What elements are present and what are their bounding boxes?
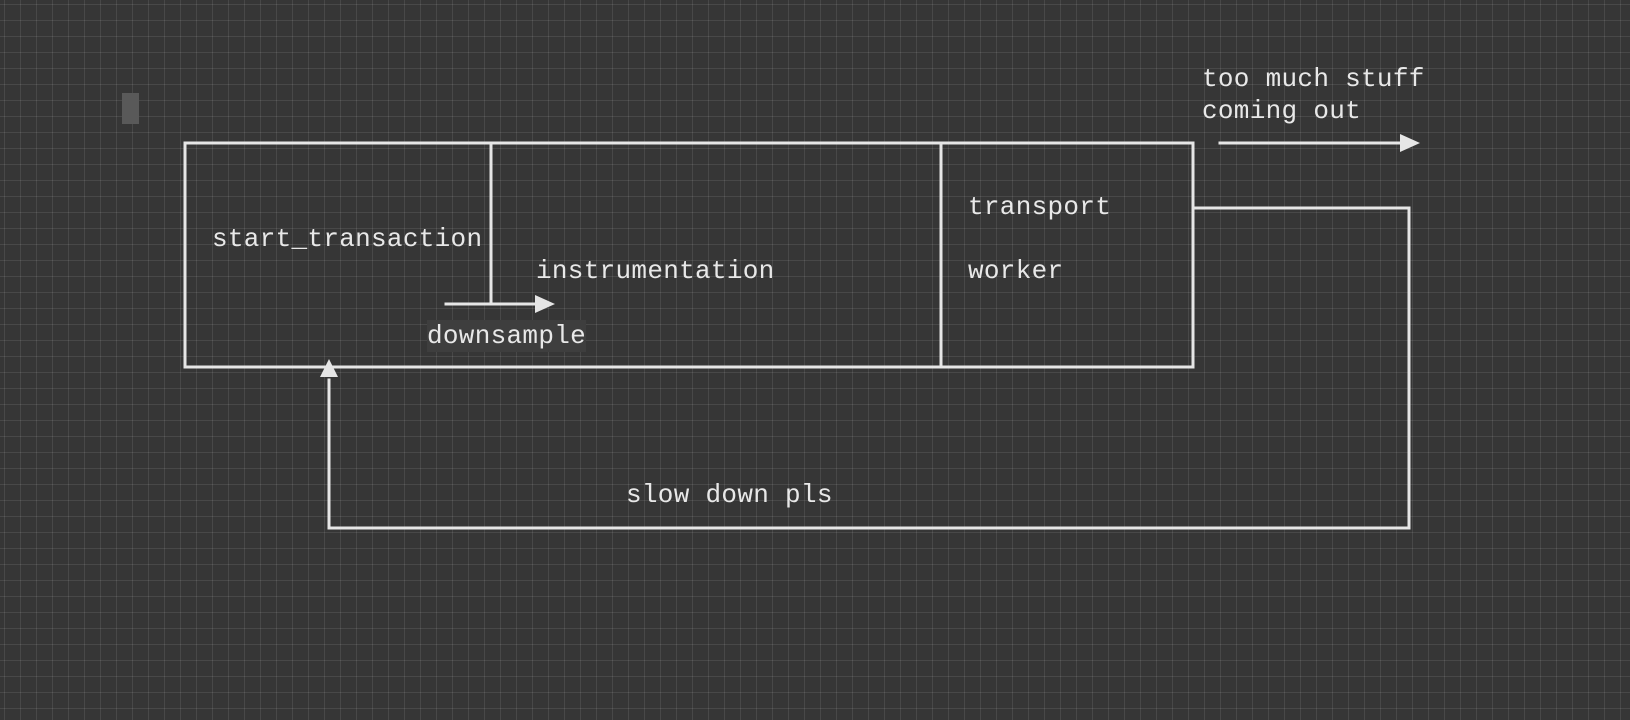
text-cursor [122,93,139,124]
start-transaction-label: start_transaction [212,224,483,254]
output-label-line1: too much stuff [1202,64,1425,94]
feedback-loop [327,206,1411,530]
downsample-arrowhead [535,295,555,313]
instrumentation-label: instrumentation [536,256,775,286]
worker-label: worker [968,256,1064,286]
transport-label: transport [968,192,1112,222]
output-label-line2: coming out [1202,96,1362,126]
sdk-box [183,141,1195,369]
output-arrowhead [1400,134,1420,152]
downsample-label: downsample [427,320,587,352]
feedback-label: slow down pls [626,480,833,510]
feedback-arrowhead [320,359,338,377]
